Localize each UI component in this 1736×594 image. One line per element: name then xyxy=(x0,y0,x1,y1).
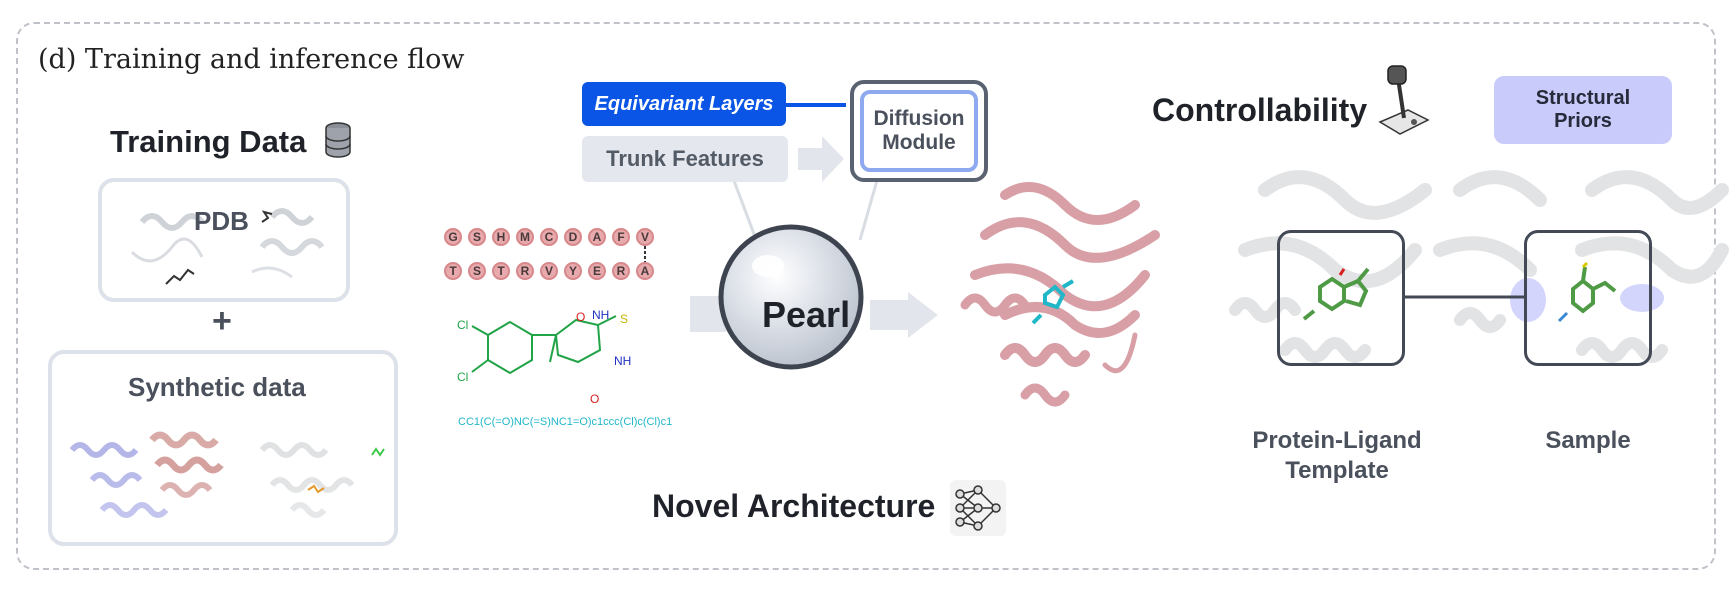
residue-chip: A xyxy=(588,228,606,246)
residue-chip: S xyxy=(468,262,486,280)
structural-priors-line2: Priors xyxy=(1554,110,1612,132)
sample-ligand-drawing xyxy=(1557,261,1617,323)
pdb-box: PDB xyxy=(98,178,350,302)
joystick-icon xyxy=(1378,65,1430,135)
sample-ligand-highlight xyxy=(1524,230,1652,366)
residue-chip: E xyxy=(588,262,606,280)
novel-architecture-title: Novel Architecture xyxy=(652,488,936,524)
template-label-line1: Protein-Ligand xyxy=(1252,427,1422,454)
residue-chip: V xyxy=(540,262,558,280)
template-sample-link xyxy=(1405,295,1525,299)
diffusion-module-box: Diffusion Module xyxy=(850,80,988,182)
atom-label-cl-bottom: Cl xyxy=(457,370,469,384)
diffusion-module-line1: Diffusion xyxy=(873,106,965,130)
synthetic-data-box: Synthetic data xyxy=(48,350,398,546)
residue-chip: V xyxy=(636,228,654,246)
smiles-string: CC1(C(=O)NC(=S)NC1=O)c1ccc(Cl)c(Cl)c1 xyxy=(458,416,673,428)
sample-label: Sample xyxy=(1545,427,1631,454)
residue-chip: T xyxy=(444,262,462,280)
atom-label-nh-bottom: NH xyxy=(614,354,632,368)
panel-caption: (d) Training and inference flow xyxy=(38,44,465,75)
residue-chip: G xyxy=(444,228,462,246)
template-ligand-highlight xyxy=(1277,230,1405,366)
database-icon xyxy=(325,122,351,158)
residue-chip: F xyxy=(612,228,630,246)
template-label: Protein-Ligand Template xyxy=(1222,426,1452,486)
equivariant-layers-label: Equivariant Layers xyxy=(582,82,786,126)
structural-priors-box: Structural Priors xyxy=(1494,76,1672,144)
diffusion-module-line2: Module xyxy=(882,131,956,154)
synthetic-structures-illustration xyxy=(69,431,385,518)
controllability-title: Controllability xyxy=(1152,92,1368,128)
pearl-model-name: Pearl xyxy=(762,294,851,335)
residue-chip: R xyxy=(516,262,534,280)
residue-chip: D xyxy=(564,228,582,246)
panel-frame xyxy=(16,22,1716,570)
pearl-sphere xyxy=(718,224,864,370)
residue-chip: R xyxy=(612,262,630,280)
plus-sign: + xyxy=(212,302,232,340)
atom-label-cl-top: Cl xyxy=(457,318,469,332)
ligand-molecule-drawing xyxy=(471,315,617,375)
atom-label-nh-top: NH xyxy=(592,308,610,322)
residue-chip: T xyxy=(492,262,510,280)
template-ligand-drawing xyxy=(1302,267,1370,321)
pdb-label: PDB xyxy=(194,206,249,236)
trunk-features-label: Trunk Features xyxy=(582,136,788,182)
equivariant-link-line xyxy=(786,103,846,107)
atom-label-o-top: O xyxy=(576,310,586,324)
sample-left-protein xyxy=(1433,170,1547,333)
neural-network-icon xyxy=(950,480,1006,536)
residue-chip: A xyxy=(636,262,654,280)
output-arrow xyxy=(870,292,938,338)
synthetic-data-label: Synthetic data xyxy=(128,372,306,402)
diffusion-module-label: Diffusion Module xyxy=(860,90,978,172)
template-protein-structure xyxy=(1229,170,1432,363)
atom-label-s: S xyxy=(620,312,629,326)
residue-chip: H xyxy=(492,228,510,246)
training-data-title: Training Data xyxy=(110,124,307,159)
template-label-line2: Template xyxy=(1285,457,1389,484)
trunk-arrow xyxy=(798,136,844,182)
sequence-connector xyxy=(644,246,646,264)
pdb-structure-illustration xyxy=(130,208,325,285)
residue-chip: C xyxy=(540,228,558,246)
atom-label-o-bottom: O xyxy=(590,392,600,406)
structural-priors-line1: Structural xyxy=(1535,87,1631,109)
residue-chip: M xyxy=(516,228,534,246)
residue-chip: S xyxy=(468,228,486,246)
predicted-protein-structure xyxy=(960,182,1160,407)
residue-chip: Y xyxy=(564,262,582,280)
